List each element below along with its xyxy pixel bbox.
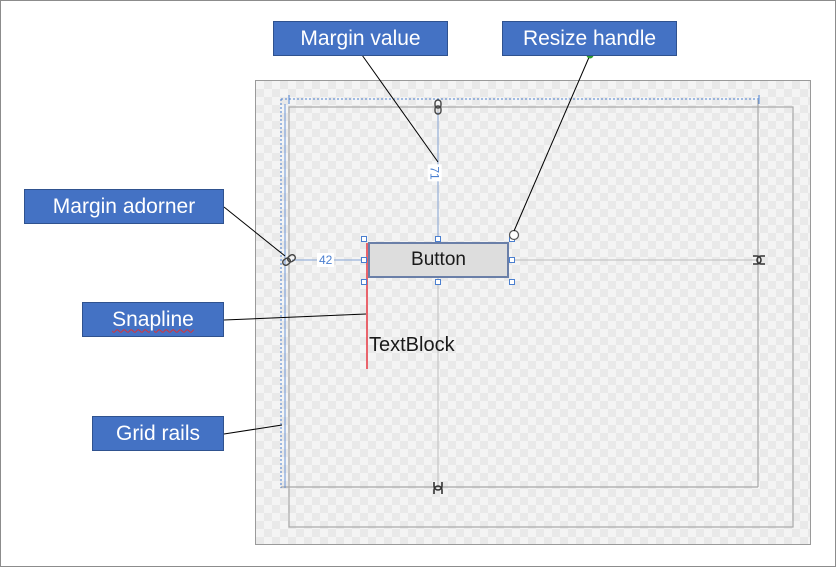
callout-snapline-label: Snapline <box>112 307 194 331</box>
callout-snapline: Snapline <box>82 302 224 337</box>
designer-textblock[interactable]: TextBlock <box>369 334 455 356</box>
resize-handle-nw[interactable] <box>361 236 367 242</box>
callout-grid-rails-label: Grid rails <box>115 421 200 445</box>
leader-margin-value <box>361 54 439 163</box>
callout-resize-handle-label: Resize handle <box>522 26 657 50</box>
resize-handle-s[interactable] <box>435 279 441 285</box>
callout-margin-value-label: Margin value <box>300 26 421 50</box>
resize-handle-n[interactable] <box>435 236 441 242</box>
callout-resize-handle: Resize handle <box>502 21 677 56</box>
resize-handle-e[interactable] <box>509 257 515 263</box>
callout-margin-adorner: Margin adorner <box>24 189 224 224</box>
resize-handle-sw[interactable] <box>361 279 367 285</box>
design-surface[interactable] <box>255 80 811 545</box>
grid-boundary <box>288 106 794 528</box>
callout-grid-rails: Grid rails <box>92 416 224 451</box>
callout-margin-adorner-label: Margin adorner <box>52 194 196 218</box>
resize-handle-se[interactable] <box>509 279 515 285</box>
leader-margin-adorner <box>223 206 286 257</box>
leader-snapline <box>223 313 367 321</box>
callout-margin-value: Margin value <box>273 21 448 56</box>
broken-link-icon[interactable] <box>433 482 443 494</box>
resize-handle-circle[interactable] <box>508 229 520 241</box>
margin-value-top[interactable]: 71 <box>427 164 442 182</box>
broken-link-icon[interactable] <box>753 255 765 265</box>
designer-button[interactable]: Button <box>368 242 509 278</box>
chain-link-icon[interactable] <box>282 254 297 267</box>
margin-value-left[interactable]: 42 <box>317 253 335 267</box>
leader-resize-handle <box>513 54 591 232</box>
leader-grid-rails <box>223 424 283 435</box>
chain-link-icon[interactable] <box>434 99 442 115</box>
resize-handle-w[interactable] <box>361 257 367 263</box>
